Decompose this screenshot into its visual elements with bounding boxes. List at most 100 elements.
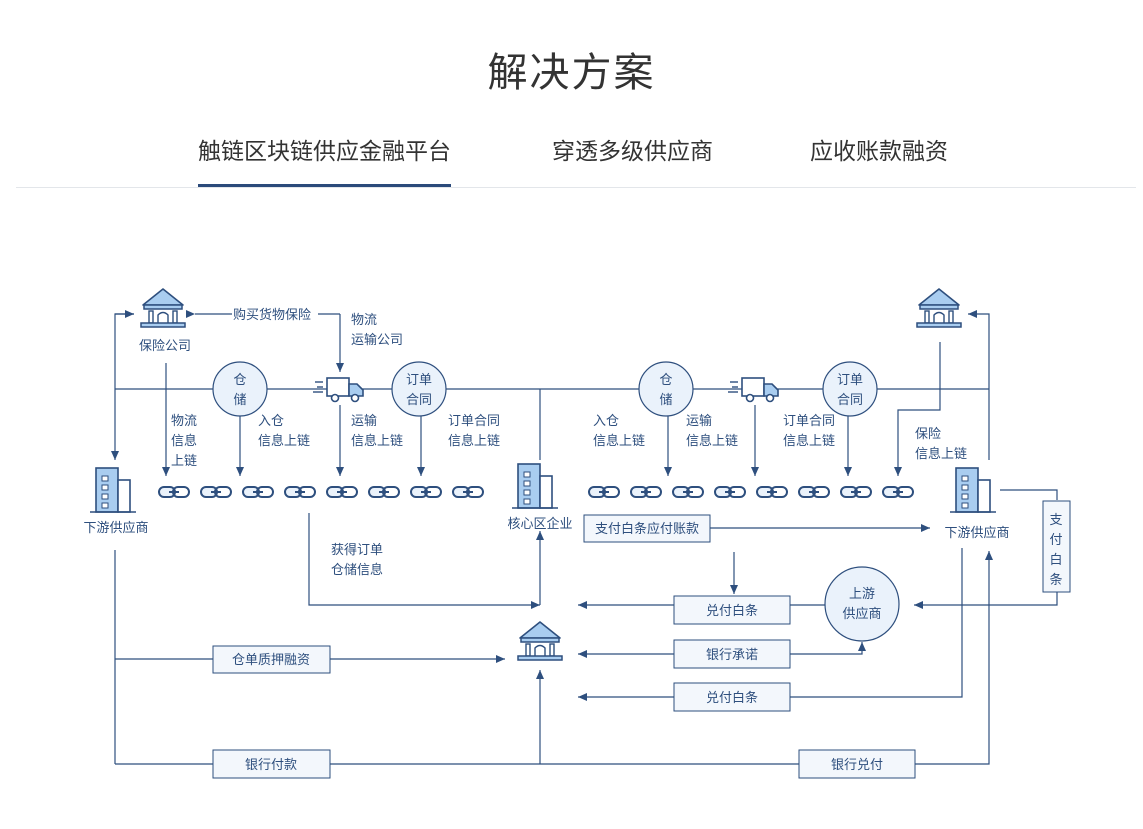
tab-blockchain-platform[interactable]: 触链区块链供应金融平台 <box>198 132 451 188</box>
chain-link-icon <box>410 486 442 498</box>
bank-redeem-label: 银行兑付 <box>831 758 883 773</box>
page-title: 解决方案 <box>487 50 656 96</box>
buy-insurance-label: 购买货物保险 <box>233 307 311 323</box>
get-order-storage-arrow <box>308 513 540 609</box>
insurance-onchain-line1: 保险 <box>915 427 941 442</box>
downstream-right-icon <box>949 467 997 513</box>
pay-note-to-upstream-arrow <box>914 592 1058 609</box>
transport-left-line1: 运输 <box>351 413 377 429</box>
warehouse-in-left-line2: 信息上链 <box>258 433 310 449</box>
chain-link-icon <box>756 486 788 498</box>
transport-right-line2: 信息上链 <box>686 433 738 449</box>
insurance-company-label: 保险公司 <box>139 339 191 354</box>
get-order-storage-line1: 获得订单 <box>331 542 383 558</box>
warehouse-right-line2: 储 <box>659 393 672 408</box>
chain-link-icon <box>452 486 484 498</box>
chain-link-icon <box>672 486 704 498</box>
pay-note-payable-box <box>583 514 711 543</box>
downstream-right-label: 下游供应商 <box>944 525 1009 541</box>
pay-note-vertical-box <box>1042 500 1071 593</box>
insurance-onchain-line2: 信息上链 <box>915 446 967 462</box>
order-contract-right-node <box>822 361 878 417</box>
logistics-info-line2: 信息 <box>171 433 197 449</box>
chain-link-icon <box>588 486 620 498</box>
bank-promise-label: 银行承诺 <box>706 648 758 663</box>
logistics-info-line3: 上链 <box>171 454 197 469</box>
tab-receivables-financing[interactable]: 应收账款融资 <box>810 139 948 165</box>
warehouse-in-left-line1: 入仓 <box>258 414 284 429</box>
logistics-info-line1: 物流 <box>171 414 197 429</box>
tabs-divider <box>16 187 1136 188</box>
core-enterprise-label: 核心区企业 <box>507 516 572 532</box>
warehouse-right-line1: 仓 <box>659 373 672 388</box>
pay-note-vertical-connector <box>1000 489 1058 500</box>
redeem-note-top-box <box>673 595 791 625</box>
warehouse-left-line1: 仓 <box>233 373 246 388</box>
pay-note-payable-label: 支付白条应付账款 <box>595 521 699 537</box>
logistics-company-line2: 运输公司 <box>351 332 403 348</box>
chain-link-icon <box>326 486 358 498</box>
order-contract-left-line1: 订单 <box>406 373 432 388</box>
blockchain-left <box>158 486 484 498</box>
order-contract-right-line1: 订单 <box>837 373 863 388</box>
chain-link-icon <box>798 486 830 498</box>
order-onchain-left-line1: 订单合同 <box>448 414 500 429</box>
chain-link-icon <box>368 486 400 498</box>
chain-link-icon <box>158 486 190 498</box>
bank-redeem-box <box>798 749 916 779</box>
chain-link-icon <box>840 486 872 498</box>
pay-note-vertical-1: 支 <box>1049 513 1062 528</box>
downstream-left-label: 下游供应商 <box>83 520 148 536</box>
truck-right-icon <box>727 377 779 403</box>
chain-link-icon <box>284 486 316 498</box>
bank-payment-label: 银行付款 <box>245 758 297 773</box>
warehouse-receipt-pledge-label: 仓单质押融资 <box>232 653 310 668</box>
upstream-supplier-node <box>824 566 900 642</box>
order-contract-left-line2: 合同 <box>406 393 432 408</box>
get-order-storage-line2: 仓储信息 <box>331 562 383 578</box>
redeem-note-bottom-label: 兑付白条 <box>706 690 758 706</box>
insurance-onchain-arrow <box>894 342 941 476</box>
transport-left-line2: 信息上链 <box>351 433 403 449</box>
insurance-company-icon <box>140 288 186 328</box>
warehouse-left-line2: 储 <box>233 393 246 408</box>
redeem-note-top-label: 兑付白条 <box>706 603 758 619</box>
order-contract-right-line2: 合同 <box>837 393 863 408</box>
warehouse-in-right-line1: 入仓 <box>593 414 619 429</box>
insurance-to-downstream-arrow <box>111 313 134 460</box>
bank-payment-box <box>212 749 331 779</box>
chain-link-icon <box>882 486 914 498</box>
chain-link-icon <box>714 486 746 498</box>
redeem-note-bottom-box <box>673 682 791 712</box>
redeem-bottom-connector <box>790 548 963 698</box>
bank-redeem-arrow <box>915 551 993 765</box>
warehouse-receipt-pledge-box <box>212 645 331 674</box>
truck-left-icon <box>312 377 364 403</box>
warehouse-in-right-line2: 信息上链 <box>593 433 645 449</box>
order-onchain-left-line2: 信息上链 <box>448 433 500 449</box>
downstream-left-icon <box>89 467 137 513</box>
transport-right-line1: 运输 <box>686 413 712 429</box>
logistics-company-line1: 物流 <box>351 313 377 328</box>
tab-multi-tier-suppliers[interactable]: 穿透多级供应商 <box>552 139 713 165</box>
pay-note-vertical-3: 白 <box>1049 552 1062 568</box>
upstream-line2: 供应商 <box>842 606 881 622</box>
chain-link-icon <box>630 486 662 498</box>
to-right-bank-arrow <box>968 310 990 460</box>
order-onchain-right-line2: 信息上链 <box>783 433 835 449</box>
central-bank-icon <box>517 621 563 661</box>
blockchain-right <box>588 486 914 498</box>
core-enterprise-icon <box>511 463 559 509</box>
chain-link-icon <box>242 486 274 498</box>
chain-link-icon <box>200 486 232 498</box>
pay-note-vertical-4: 条 <box>1049 572 1062 588</box>
right-bank-icon <box>916 288 962 328</box>
pay-note-vertical-2: 付 <box>1049 533 1062 548</box>
warehouse-right-node <box>638 361 694 417</box>
order-contract-left-node <box>391 361 447 417</box>
upstream-line1: 上游 <box>849 587 875 602</box>
bank-promise-to-upstream-arrow <box>790 642 866 655</box>
solution-tabs: 触链区块链供应金融平台 穿透多级供应商 应收账款融资 <box>0 132 1143 188</box>
order-onchain-right-line1: 订单合同 <box>783 414 835 429</box>
